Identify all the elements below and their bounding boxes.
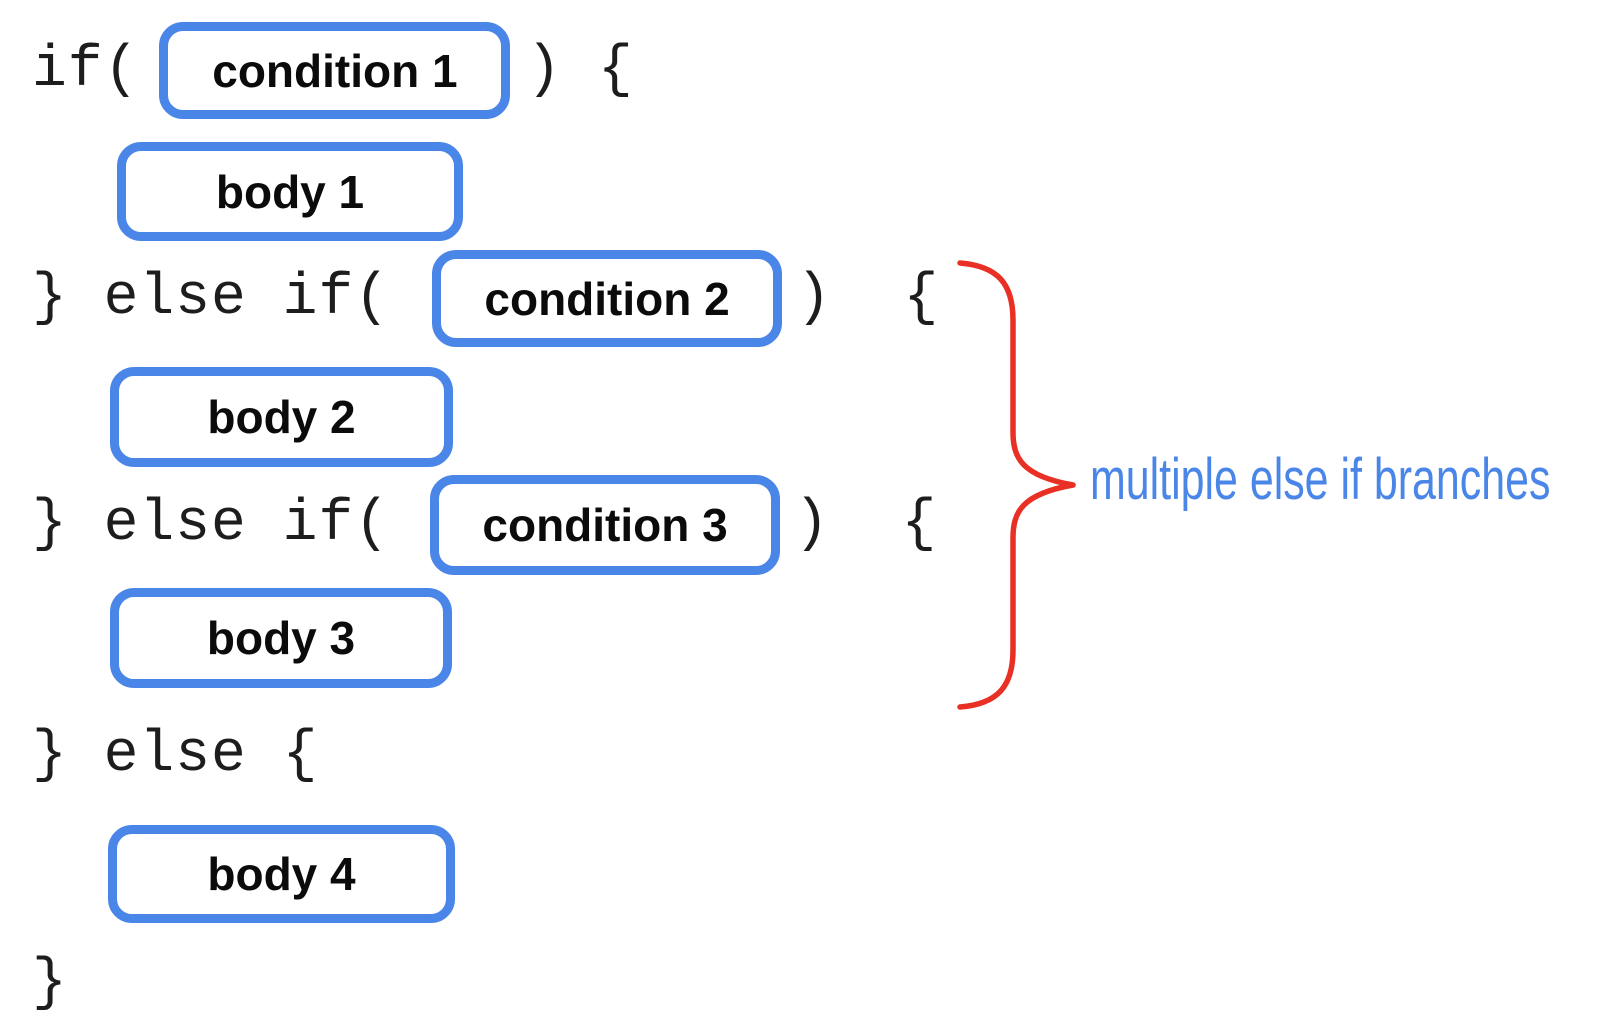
code-line-else-if-2: } else if( condition 3 ) { [32,475,937,575]
condition-3-label: condition 3 [482,499,728,551]
body-1-label: body 1 [215,165,365,218]
code-if-close: ) { [526,37,634,103]
code-if-open: if( [32,37,140,103]
body-3-box: body 3 [110,588,452,688]
body-4-box: body 4 [108,825,455,923]
body-3-label: body 3 [206,612,356,664]
code-line-else: } else { [32,727,318,785]
body-2-label: body 2 [207,391,356,443]
code-else: } else { [32,723,319,788]
body-4-label: body 4 [207,848,356,900]
condition-3-box: condition 3 [430,475,781,575]
code-else-if-2-close: ) { [794,492,938,557]
body-1-box: body 1 [117,142,463,241]
code-else-if-1-close: ) { [796,265,940,331]
code-closing-brace: } [32,951,68,1016]
condition-1-label: condition 1 [212,44,458,97]
body-2-box: body 2 [110,367,453,467]
curly-brace-path [957,260,1076,710]
condition-2-label: condition 2 [484,272,730,325]
condition-2-box: condition 2 [432,250,783,347]
code-line-if: if( condition 1 ) { [32,22,634,119]
annotation-label: multiple else if branches [1090,447,1551,512]
condition-1-box: condition 1 [159,22,511,119]
curly-brace-icon [957,260,1076,710]
code-line-else-if-1: } else if( condition 2 ) { [32,250,939,347]
code-else-if-1-open: } else if( [32,265,391,331]
code-else-if-2-open: } else if( [32,492,391,557]
code-line-closing-brace: } [32,955,68,1013]
